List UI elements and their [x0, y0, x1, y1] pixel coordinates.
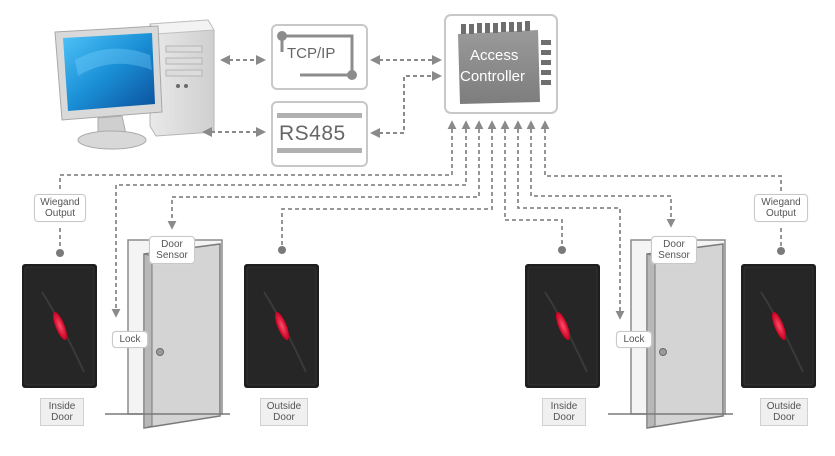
rs485-label: RS485	[279, 122, 346, 145]
rs485-controller-link	[370, 71, 442, 138]
computer-icon	[54, 19, 215, 150]
right-door	[630, 239, 726, 429]
left-inside-reader	[22, 264, 97, 388]
left-lock-label: Lock	[112, 331, 148, 348]
left-outside-reader	[244, 264, 319, 388]
right-outside-reader	[741, 264, 816, 388]
controller-wiring	[59, 120, 782, 320]
tcpip-box	[271, 24, 368, 90]
controller-title-line1: Access	[470, 47, 519, 64]
connection-dots	[56, 246, 785, 257]
access-controller-box	[444, 14, 558, 114]
left-door	[127, 239, 223, 429]
right-inside-reader	[525, 264, 600, 388]
tcpip-label: TCP/IP	[287, 45, 336, 62]
right-lock-label: Lock	[616, 331, 652, 348]
controller-title-line2: Controller	[460, 68, 526, 85]
